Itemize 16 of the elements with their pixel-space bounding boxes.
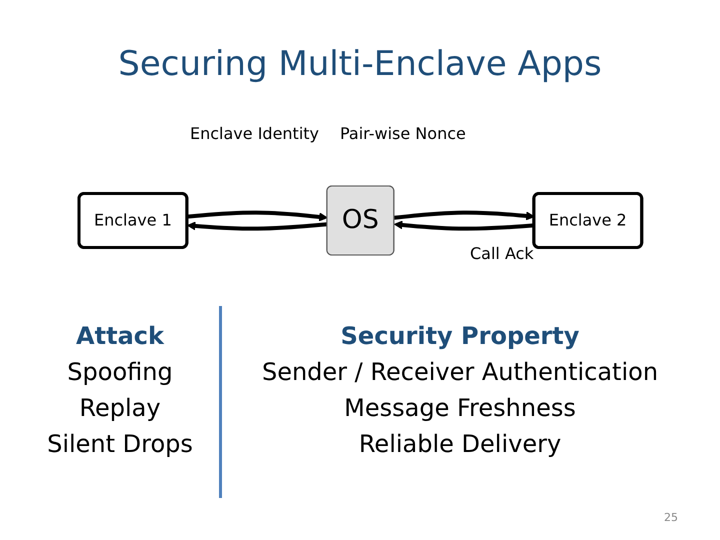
column-header: Attack: [75, 322, 166, 350]
table-cell-text: Replay: [78, 394, 162, 422]
table-cell-text: Sender / Receiver Authentication: [260, 358, 660, 386]
arrow: [394, 220, 534, 230]
slide-title: Securing Multi-Enclave Apps: [117, 44, 603, 84]
table-cell-text: Spoofing: [66, 358, 174, 386]
table-cell-text: Reliable Delivery: [358, 430, 562, 458]
arrow-label: Enclave Identity: [190, 124, 320, 143]
page-number: 25: [664, 511, 678, 524]
table-cell-text: Silent Drops: [46, 430, 194, 458]
arrow: [186, 221, 328, 230]
arrow-label: Pair-wise Nonce: [340, 124, 466, 143]
table-cell-text: Message Freshness: [343, 394, 577, 422]
arrow: [186, 210, 328, 221]
arrow-label: Call Ack: [470, 244, 534, 263]
column-header: Security Property: [340, 322, 580, 350]
